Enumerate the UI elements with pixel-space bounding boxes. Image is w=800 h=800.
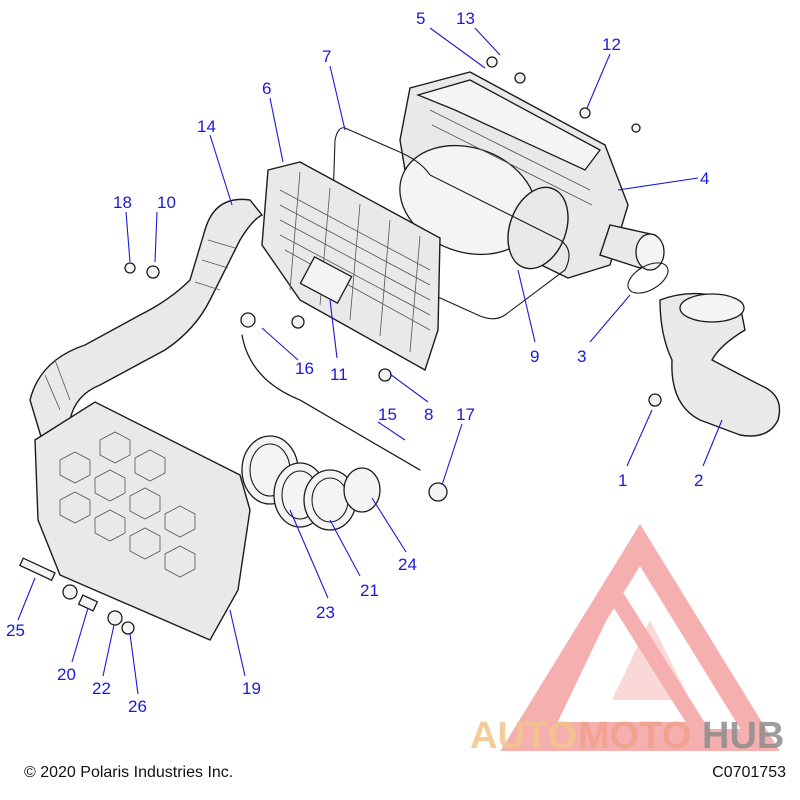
callout-12: 12 bbox=[602, 35, 621, 54]
callout-25: 25 bbox=[6, 621, 25, 640]
callout-4: 4 bbox=[700, 169, 709, 188]
callout-13: 13 bbox=[456, 9, 475, 28]
outlet-elbow bbox=[659, 292, 781, 437]
clamp-3 bbox=[627, 262, 669, 294]
copyright-text: © 2020 Polaris Industries Inc. bbox=[24, 764, 234, 781]
callout-labels: 1 2 3 4 5 6 7 8 9 10 11 12 13 14 15 16 1… bbox=[6, 9, 709, 716]
drain-hose bbox=[241, 334, 421, 471]
callout-9: 9 bbox=[530, 347, 539, 366]
intake-duct bbox=[29, 198, 264, 442]
lower-airbox bbox=[34, 401, 251, 641]
diagram-code: C0701753 bbox=[712, 764, 786, 781]
callout-17: 17 bbox=[456, 405, 475, 424]
callout-15: 15 bbox=[378, 405, 397, 424]
callout-5: 5 bbox=[416, 9, 425, 28]
callout-21: 21 bbox=[360, 581, 379, 600]
callout-23: 23 bbox=[316, 603, 335, 622]
callout-22: 22 bbox=[92, 679, 111, 698]
callout-2: 2 bbox=[694, 471, 703, 490]
clamp-set bbox=[241, 435, 381, 531]
callout-19: 19 bbox=[242, 679, 261, 698]
hardware bbox=[19, 56, 662, 635]
watermark-auto: AUTO bbox=[470, 715, 577, 757]
callout-20: 20 bbox=[57, 665, 76, 684]
leader-lines bbox=[17, 27, 723, 695]
callout-16: 16 bbox=[295, 359, 314, 378]
watermark-moto: MOTO bbox=[578, 715, 691, 757]
watermark-hub: HUB bbox=[702, 715, 784, 757]
callout-14: 14 bbox=[197, 117, 216, 136]
filter-cover bbox=[261, 161, 441, 372]
callout-3: 3 bbox=[577, 347, 586, 366]
callout-24: 24 bbox=[398, 555, 417, 574]
watermark-logo bbox=[500, 524, 780, 751]
callout-8: 8 bbox=[424, 405, 433, 424]
filter-seal bbox=[331, 127, 570, 320]
watermark-text: AUTO MOTO HUB bbox=[470, 715, 784, 757]
callout-11: 11 bbox=[330, 365, 348, 384]
callout-26: 26 bbox=[128, 697, 147, 716]
callout-10: 10 bbox=[157, 193, 176, 212]
airbox-housing bbox=[399, 71, 665, 279]
callout-18: 18 bbox=[113, 193, 132, 212]
callout-1: 1 bbox=[618, 471, 627, 490]
callout-7: 7 bbox=[322, 47, 331, 66]
callout-6: 6 bbox=[262, 79, 271, 98]
